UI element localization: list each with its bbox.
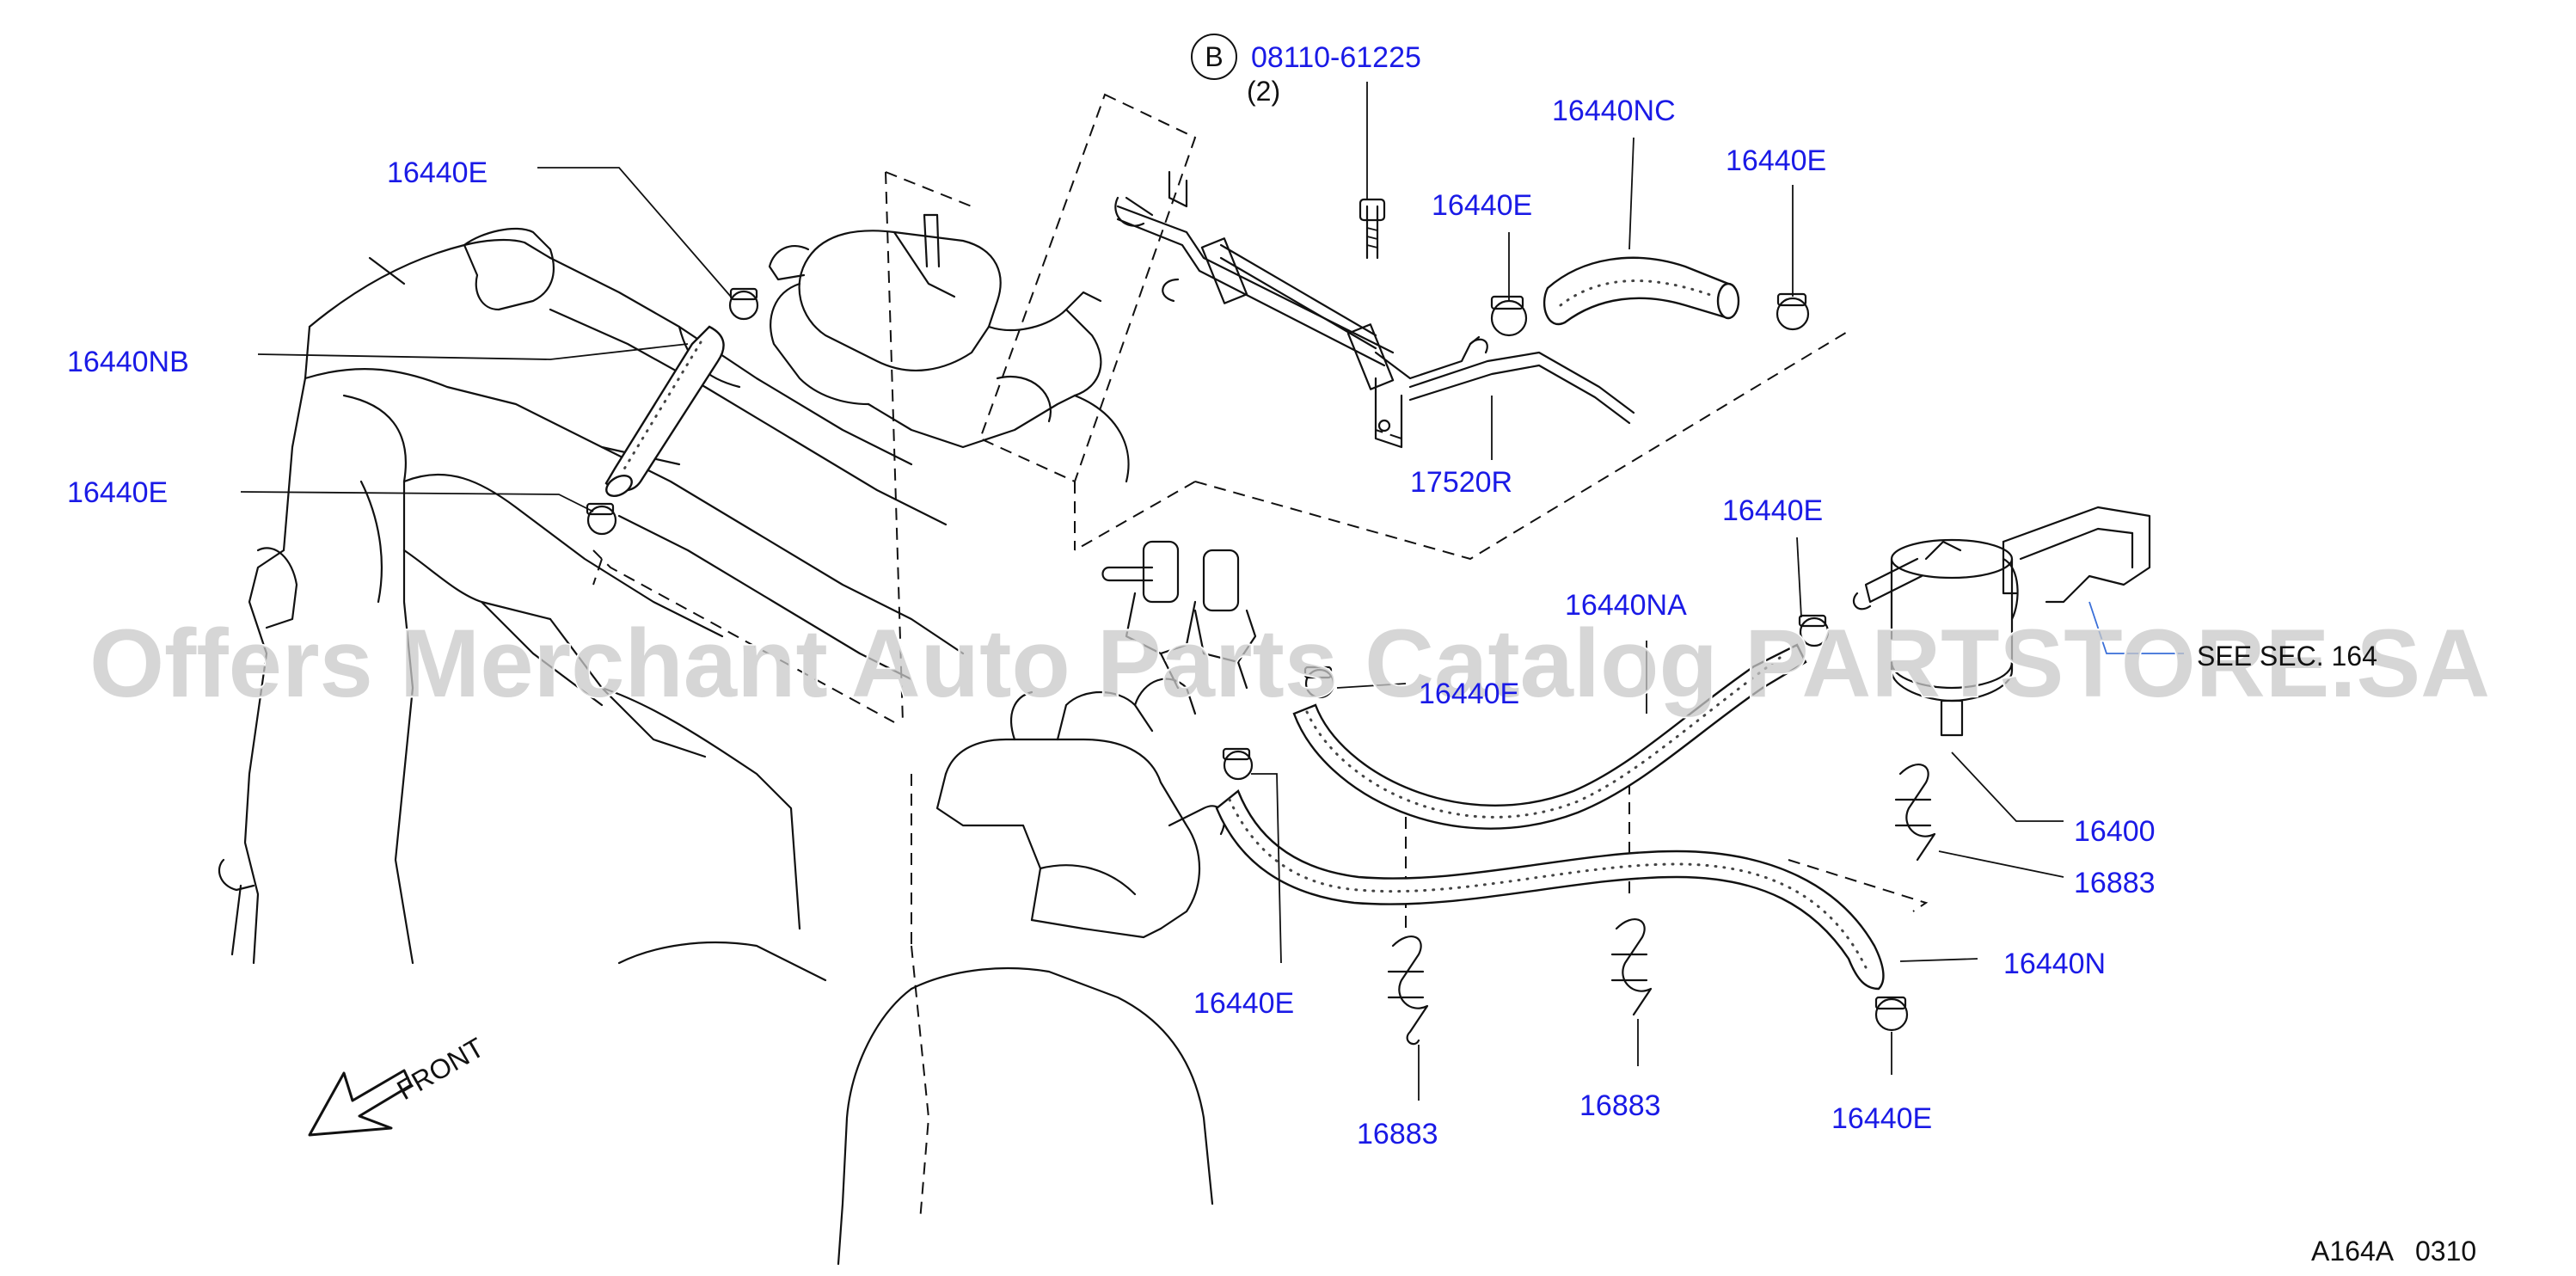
clip-16883-c xyxy=(1894,764,1936,862)
see-section-note[interactable]: SEE SEC. 164 xyxy=(2197,641,2377,672)
part-08110-61225[interactable]: 08110-61225 xyxy=(1251,41,1421,74)
front-label: FRONT xyxy=(392,1032,489,1106)
part-16440e-left[interactable]: 16440E xyxy=(67,476,168,509)
part-16440nb[interactable]: 16440NB xyxy=(67,346,189,378)
bolt-08110-61225 xyxy=(1359,198,1386,260)
clamp-b-icon xyxy=(586,502,617,536)
part-16440e-center[interactable]: 16440E xyxy=(1419,678,1519,710)
part-16883-left[interactable]: 16883 xyxy=(1357,1118,1438,1150)
part-16440na[interactable]: 16440NA xyxy=(1565,589,1687,622)
clip-16883-b xyxy=(1610,918,1653,1016)
part-16883-right[interactable]: 16883 xyxy=(2074,867,2156,899)
clamp-d-icon xyxy=(1776,292,1810,331)
bolt-callout-circle xyxy=(1191,34,1237,80)
clamp-f-icon xyxy=(1798,614,1830,647)
watermark-text: Offers Merchant Auto Parts Catalog PARTS… xyxy=(89,610,2490,717)
hose-16440n xyxy=(1215,789,1885,991)
engine-outline xyxy=(218,227,965,982)
part-16440n[interactable]: 16440N xyxy=(2003,948,2106,980)
clamp-h-icon xyxy=(1874,996,1909,1032)
diagram-code: A164A 0310 xyxy=(2311,1236,2476,1267)
filter-bracket xyxy=(2002,506,2151,604)
part-17520r[interactable]: 17520R xyxy=(1410,466,1512,499)
clip-16883-a xyxy=(1387,936,1429,1046)
throttle-chamber xyxy=(768,213,1130,483)
part-16440e-bottom-right[interactable]: 16440E xyxy=(1831,1102,1932,1135)
part-16440nc[interactable]: 16440NC xyxy=(1552,95,1676,127)
part-16440e-lower-center[interactable]: 16440E xyxy=(1193,987,1294,1020)
lower-intake-component xyxy=(837,678,1225,1266)
clamp-e-icon xyxy=(1303,666,1335,699)
front-arrow-icon xyxy=(308,1069,413,1137)
fuel-filter-16400 xyxy=(1852,538,2019,737)
hose-16440nc xyxy=(1543,256,1740,326)
part-16440e-top-right[interactable]: 16440E xyxy=(1726,144,1826,177)
bolt-callout-letter: B xyxy=(1205,41,1223,72)
fuel-tube-assembly xyxy=(1114,170,1635,449)
part-16883-middle[interactable]: 16883 xyxy=(1579,1089,1661,1122)
hose-16440na xyxy=(1292,643,1807,830)
part-16440e-top-left[interactable]: 16440E xyxy=(387,156,488,189)
part-16400[interactable]: 16400 xyxy=(2074,815,2156,848)
clamps xyxy=(586,287,1909,1032)
bolt-quantity: (2) xyxy=(1247,76,1280,107)
leader-lines xyxy=(240,82,2184,1101)
part-16440e-upper-center[interactable]: 16440E xyxy=(1432,189,1532,222)
dashed-groupings xyxy=(592,93,1929,1222)
clamp-g-icon xyxy=(1222,747,1254,781)
hose-16440nb xyxy=(604,325,725,497)
clamp-c-icon xyxy=(1490,295,1528,337)
pressure-regulator xyxy=(1101,540,1257,690)
clamp-a-icon xyxy=(728,287,759,321)
part-16440e-filter[interactable]: 16440E xyxy=(1722,494,1823,527)
